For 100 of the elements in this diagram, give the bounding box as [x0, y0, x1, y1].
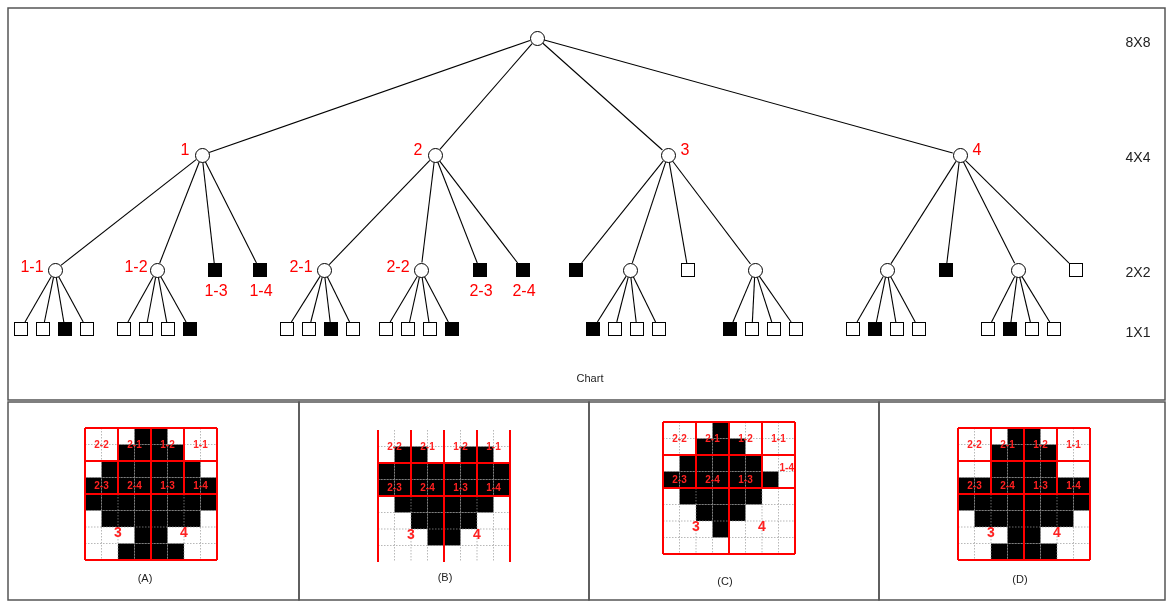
quadrant-label: 2-1	[705, 433, 720, 444]
tree-edge	[543, 39, 954, 154]
empty-leaf-square	[1025, 322, 1039, 336]
chart-label: Chart	[576, 372, 604, 384]
tree-edge	[758, 275, 792, 323]
tree-edge	[437, 161, 478, 264]
tree-edge	[991, 276, 1016, 323]
empty-leaf-square	[630, 322, 644, 336]
quadrant-label: 4	[1053, 524, 1061, 539]
tree-edge	[55, 276, 65, 323]
node-label: 1-2	[124, 259, 148, 275]
quadrant-label: 3	[407, 526, 415, 541]
empty-leaf-square	[890, 322, 904, 336]
tree-edge	[43, 276, 55, 323]
quadrant-label: 1-2	[160, 439, 175, 450]
quadrant-label: 1-4	[779, 463, 794, 474]
tree-edge	[1010, 276, 1018, 323]
quadrant-label: 1-1	[1066, 439, 1081, 450]
tree-edge	[146, 276, 157, 323]
tree-edge	[630, 276, 637, 323]
tree-edge	[439, 43, 533, 150]
empty-leaf-square	[302, 322, 316, 336]
tree-edge	[160, 276, 187, 323]
node-label: 2-2	[386, 259, 410, 275]
tree-edge	[887, 276, 897, 323]
tree-edge	[439, 160, 519, 264]
node-label: 1-3	[204, 283, 228, 299]
node-label: 2-1	[289, 259, 313, 275]
empty-leaf-square	[346, 322, 360, 336]
filled-leaf-square	[183, 322, 197, 336]
branch-node-circle	[879, 262, 895, 278]
figure-caption: (A)	[137, 572, 153, 584]
tree-edge	[310, 276, 323, 323]
node-label: 3	[680, 142, 690, 158]
quadrant-label: 3	[114, 524, 122, 539]
empty-leaf-square	[608, 322, 622, 336]
node-label: 4	[972, 142, 982, 158]
tree-edge	[324, 276, 331, 323]
quadrant-label: 1-3	[1033, 480, 1048, 491]
tree-edge	[389, 275, 418, 323]
empty-leaf-square	[681, 263, 695, 277]
quadrant-label: 2-3	[672, 474, 687, 485]
node-label: 1-1	[20, 259, 44, 275]
level-label: 2X2	[1125, 265, 1151, 279]
figure-caption: (C)	[717, 575, 733, 587]
tree-edge	[1019, 276, 1031, 323]
tree-edge	[24, 275, 52, 323]
quadrant-label: 1-4	[193, 480, 208, 491]
branch-node-circle	[622, 262, 638, 278]
quadrant-label: 4	[473, 526, 481, 541]
quadrant-label: 1-3	[160, 480, 175, 491]
tree-edge	[596, 275, 627, 323]
quadrant-label: 2-4	[127, 480, 142, 491]
node-label: 2-4	[512, 283, 536, 299]
filled-leaf-square	[868, 322, 882, 336]
branch-node-circle	[747, 262, 763, 278]
tree-edge	[421, 276, 430, 323]
tree-edge	[616, 276, 629, 323]
filled-leaf-square	[723, 322, 737, 336]
quadrant-label: 2-1	[127, 439, 142, 450]
empty-leaf-square	[401, 322, 415, 336]
tree-edge	[751, 276, 756, 323]
tree-edge	[732, 276, 753, 323]
tree-edge	[890, 276, 916, 323]
empty-leaf-square	[36, 322, 50, 336]
tree-edge	[127, 276, 154, 323]
quadrant-label: 1-1	[193, 439, 208, 450]
quadrant-label: 1-4	[1066, 480, 1081, 491]
quadrant-label: 2-2	[387, 441, 402, 452]
level-label: 1X1	[1125, 325, 1151, 339]
tree-edge	[668, 161, 688, 264]
quadrant-label: 1-3	[738, 474, 753, 485]
empty-leaf-square	[1047, 322, 1061, 336]
filled-leaf-square	[324, 322, 338, 336]
tree-edge	[409, 276, 420, 323]
quadrant-label: 2-2	[94, 439, 109, 450]
tree-edge	[671, 160, 752, 265]
tree-edge	[58, 276, 84, 323]
tree-edge	[157, 276, 168, 323]
level-label: 8X8	[1125, 35, 1151, 49]
tree-edge	[208, 39, 531, 154]
empty-leaf-square	[846, 322, 860, 336]
quadrant-label: 2-4	[420, 482, 435, 493]
tree-edge	[756, 276, 773, 323]
quadrant-label: 1-3	[453, 482, 468, 493]
empty-leaf-square	[423, 322, 437, 336]
filled-leaf-square	[569, 263, 583, 277]
quadrant-label: 1-1	[771, 433, 786, 444]
quadrant-label: 3	[692, 518, 700, 533]
empty-leaf-square	[161, 322, 175, 336]
tree-edge	[581, 160, 664, 264]
empty-leaf-square	[379, 322, 393, 336]
tree-edge	[946, 161, 960, 264]
quadrant-label: 4	[758, 518, 766, 533]
tree-edge	[632, 276, 657, 323]
quadrant-label: 2-1	[1000, 439, 1015, 450]
quadrant-label: 2-1	[420, 441, 435, 452]
quadrant-label: 1-1	[486, 441, 501, 452]
filled-leaf-square	[445, 322, 459, 336]
empty-leaf-square	[80, 322, 94, 336]
